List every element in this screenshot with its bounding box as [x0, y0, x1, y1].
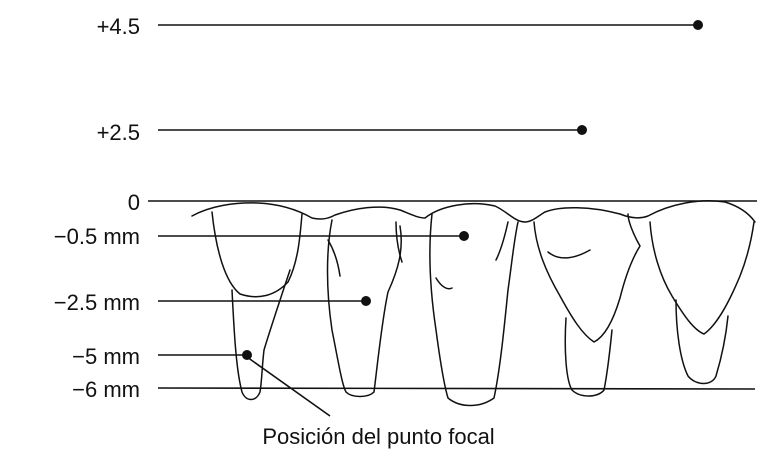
focal-point-plus-4-5: [693, 20, 703, 30]
tooth-4-inner: [548, 250, 590, 258]
level-label-minus-6-mm: −6 mm: [72, 377, 140, 402]
tooth-2-inner: [328, 222, 402, 276]
tooth-3-inner: [436, 222, 508, 289]
tooth-1-root: [232, 270, 290, 400]
level-label-minus-2-5-mm: −2.5 mm: [54, 290, 140, 315]
focal-point-plus-2-5: [577, 125, 587, 135]
tooth-4-crown: [534, 214, 640, 342]
tooth-5-root: [676, 300, 728, 384]
focal-point-minus-0-5-mm: [459, 231, 469, 241]
gumline-outline: [192, 201, 755, 222]
caption-leader-line: [247, 357, 330, 416]
level-label-zero: 0: [128, 190, 140, 215]
tooth-1-crown: [212, 212, 302, 297]
tooth-3-outline: [430, 214, 518, 406]
level-label-minus-5-mm: −5 mm: [72, 344, 140, 369]
tooth-2-outline: [328, 220, 402, 397]
focal-point-minus-2-5-mm: [361, 296, 371, 306]
level-label-minus-0-5-mm: −0.5 mm: [54, 224, 140, 249]
tooth-4-root: [565, 318, 612, 396]
tooth-5-crown: [650, 222, 754, 334]
level-label-plus-4-5: +4.5: [97, 14, 140, 39]
focal-point-caption: Posición del punto focal: [0, 424, 757, 450]
level-line-minus-6-mm: [158, 388, 755, 389]
level-label-plus-2-5: +2.5: [97, 120, 140, 145]
focal-point-minus-5-mm: [242, 350, 252, 360]
